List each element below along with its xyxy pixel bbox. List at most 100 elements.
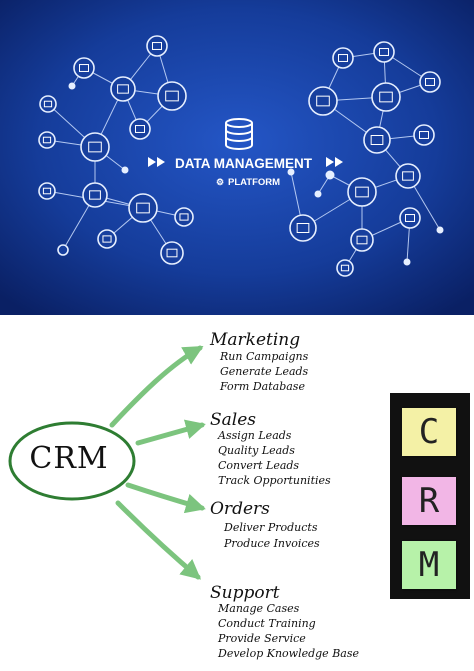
list-item: Assign Leads [218,429,292,442]
search-icon [399,207,421,229]
data-icon-glyph [42,187,52,195]
mail-icon-glyph [316,95,330,107]
network-icon-glyph [43,100,53,108]
megaphone-icon [395,163,421,189]
crm-oval [8,421,136,501]
crm-label: CRM [29,441,109,476]
document-icon-glyph [152,42,162,50]
mail-icon-glyph [88,141,102,153]
gear-icon [129,118,151,140]
node-icon [57,244,69,256]
node-icon [287,168,295,176]
svg-text:⚙: ⚙ [216,177,224,187]
search-icon [160,241,184,265]
database-icon-glyph [42,136,52,144]
video-icon-glyph [296,223,310,233]
phone-icon-glyph [356,235,368,245]
report-icon [128,193,158,223]
person-icon [419,71,441,93]
people-icon-glyph [117,84,129,94]
chat-icon [413,124,435,146]
sticky-note-letter: R [418,481,440,521]
sticky-note-letter: M [418,545,440,585]
network-icon [39,95,57,113]
sticky-note-r: R [402,477,456,525]
chart-icon [73,57,95,79]
chat-icon-glyph [419,131,429,139]
network-diagram: DATA MANAGEMENT ⚙ PLATFORM [0,0,474,315]
node-icon [403,258,411,266]
chat-icon-glyph [338,54,348,62]
list-item: Provide Service [218,632,306,645]
crm-diagram: CRM Marketing Run Campaigns Generate Lea… [0,315,474,671]
banner-title: DATA MANAGEMENT [175,156,313,171]
arrow-to-marketing [109,345,204,428]
disc-icon-glyph [355,186,369,198]
phone-icon [350,228,374,252]
user-icon [82,182,108,208]
laptop-icon-glyph [379,91,393,103]
list-item: Convert Leads [218,459,300,472]
node-icon [436,226,444,234]
banner-subtitle: PLATFORM [228,177,280,188]
user-icon-glyph [89,190,101,200]
data-management-banner: DATA MANAGEMENT ⚙ PLATFORM [0,0,474,315]
list-item: Generate Leads [220,365,309,378]
database-icon-glyph [179,213,189,221]
person-icon-glyph [425,78,435,86]
sticky-note-c: C [402,408,456,456]
document-icon [146,35,168,57]
list-item: Manage Cases [218,602,300,615]
list-item: Form Database [220,380,305,393]
database-icon-glyph [102,235,112,243]
search-icon-glyph [166,248,178,258]
video-icon [289,214,317,242]
mail-icon [308,86,338,116]
category-marketing: Marketing [210,330,301,350]
arrow-to-orders [125,482,206,514]
list-item: Develop Knowledge Base [218,647,359,660]
laptop-icon [371,82,401,112]
disc-icon [347,177,377,207]
data-icon [38,182,56,200]
crm-arrows [8,345,206,580]
list-item: Deliver Products [224,521,318,534]
chart-icon-glyph [79,64,89,72]
list-item: Quality Leads [218,444,295,457]
left-double-arrow-icon [148,157,165,167]
target-icon-glyph [370,135,384,145]
node-icon [121,166,129,174]
right-double-arrow-icon [326,157,343,167]
gear-icon-glyph [135,125,145,133]
node-icon [325,170,335,180]
chat-icon-glyph [165,90,179,102]
report-icon-glyph [136,202,150,214]
monitor-icon [336,259,354,277]
sticky-note-m: M [402,541,456,589]
banner-background [0,0,474,315]
database-icon [97,229,117,249]
list-item: Run Campaigns [220,350,309,363]
list-item: Produce Invoices [224,537,320,550]
chat-icon [332,47,354,69]
arrow-to-sales [135,419,206,446]
category-sales: Sales [210,410,257,430]
node-icon [68,82,76,90]
megaphone-icon-glyph [402,171,414,181]
arrow-to-support [115,500,202,580]
mail-icon [80,132,110,162]
monitor-icon-glyph [340,264,350,272]
people-icon [110,76,136,102]
database-icon [225,118,253,150]
list-item: Conduct Training [218,617,316,630]
list-item: Track Opportunities [218,474,331,487]
chat-icon [157,81,187,111]
database-icon [174,207,194,227]
database-icon [38,131,56,149]
category-support: Support [210,583,280,603]
cart-icon [373,41,395,63]
category-orders: Orders [210,499,270,519]
target-icon [363,126,391,154]
node-icon [314,190,322,198]
search-icon-glyph [405,214,415,222]
